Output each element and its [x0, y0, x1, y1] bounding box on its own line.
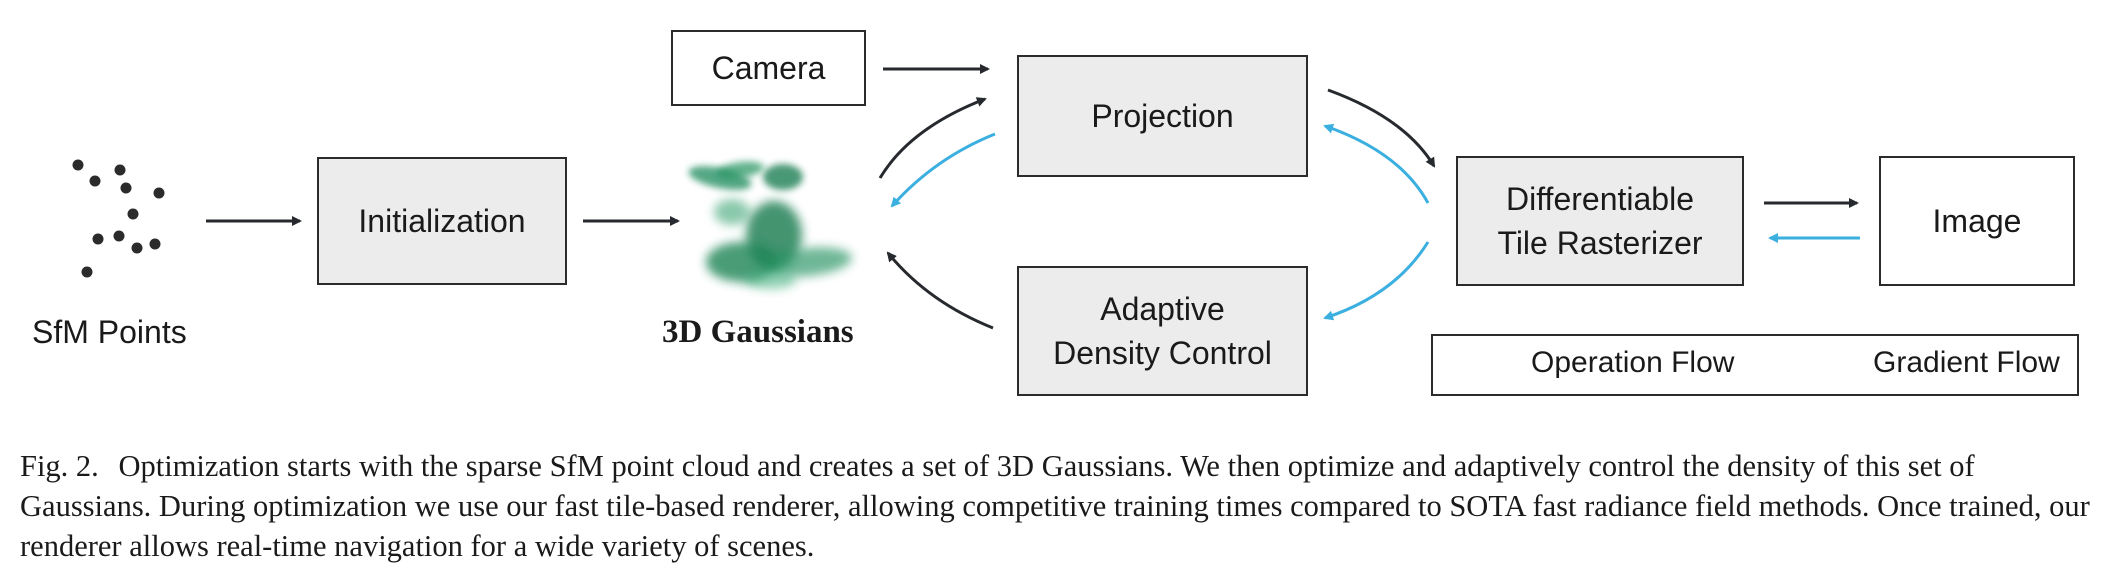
gradient-rasterizer-to-adc	[1323, 241, 1430, 321]
legend: Operation Flow Gradient Flow	[1431, 334, 2079, 396]
sfm-points-label: SfM Points	[32, 314, 187, 350]
adc-label-line2: Density Control	[1053, 335, 1272, 371]
figure-caption: Fig. 2. Optimization starts with the spa…	[20, 446, 2090, 566]
gaussians-visual	[688, 161, 852, 289]
image-box: Image	[1879, 156, 2075, 286]
arrow-adc-to-gaussians	[886, 251, 994, 330]
diagram-graphics	[72, 64, 1860, 371]
camera-box: Camera	[671, 30, 866, 106]
pipeline-diagram: SfM Points Initialization 3D Gaussians C…	[32, 30, 2079, 396]
rasterizer-label-line1: Differentiable	[1506, 181, 1694, 217]
adaptive-density-control-box: Adaptive Density Control	[1017, 266, 1308, 396]
rasterizer-box: Differentiable Tile Rasterizer	[1456, 156, 1744, 286]
image-label: Image	[1932, 203, 2022, 239]
operation-arrows	[206, 64, 1859, 330]
projection-label: Projection	[1091, 98, 1234, 134]
initialization-box: Initialization	[317, 157, 567, 285]
gradient-projection-to-gaussians	[890, 132, 996, 208]
arrow-projection-to-rasterizer	[1327, 88, 1436, 168]
figure-number: Fig. 2.	[20, 449, 99, 483]
rasterizer-label-line2: Tile Rasterizer	[1497, 225, 1703, 261]
initialization-label: Initialization	[358, 203, 526, 239]
gradient-rasterizer-to-projection	[1323, 123, 1430, 204]
legend-operation-label: Operation Flow	[1531, 346, 1735, 379]
gradient-arrows	[890, 123, 1860, 321]
gaussians-label: 3D Gaussians	[662, 314, 854, 350]
sfm-point-cloud	[72, 159, 165, 278]
projection-box: Projection	[1017, 55, 1308, 177]
camera-label: Camera	[711, 50, 826, 86]
arrow-gaussians-to-projection	[878, 97, 987, 179]
caption-text: Optimization starts with the sparse SfM …	[20, 449, 2090, 563]
adc-label-line1: Adaptive	[1100, 291, 1225, 327]
legend-gradient-label: Gradient Flow	[1873, 346, 2060, 379]
